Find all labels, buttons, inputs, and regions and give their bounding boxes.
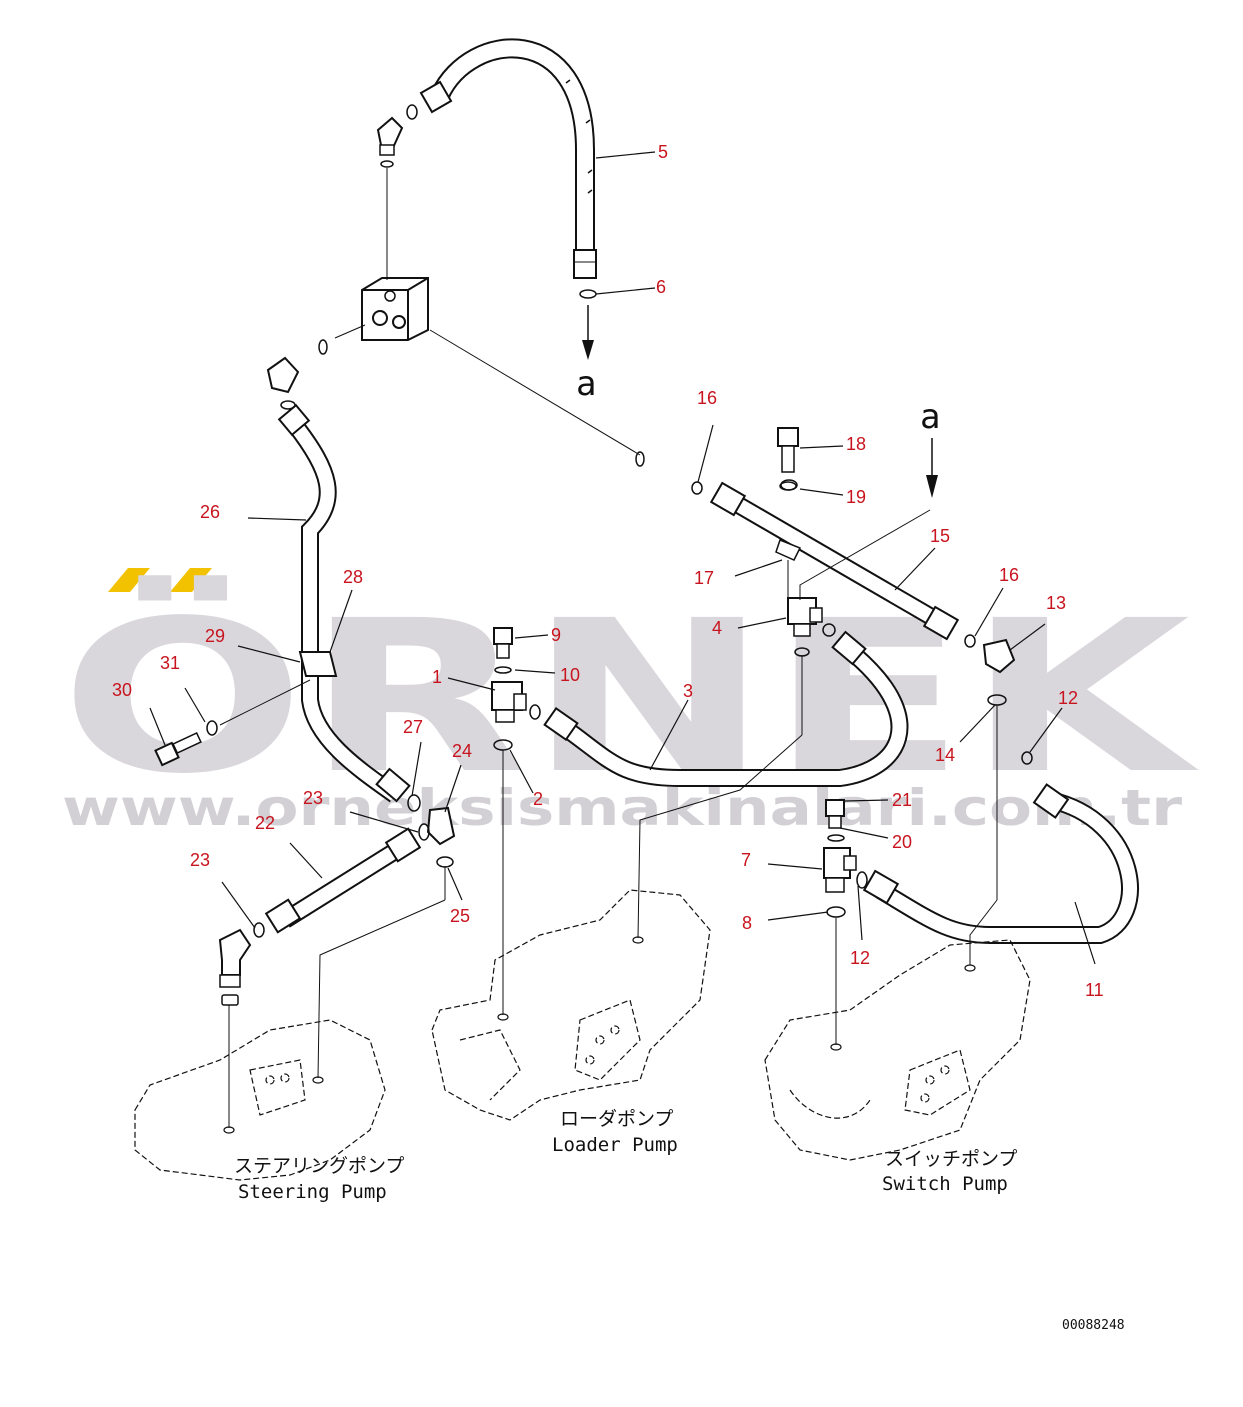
steering-pump-label: Steering Pump (238, 1181, 387, 1203)
switch-pump-label: Switch Pump (882, 1173, 1008, 1195)
fitting-24 (426, 806, 456, 846)
arrow-label-right: a (920, 397, 940, 437)
bolt-18 (777, 427, 799, 491)
hose-26 (277, 403, 411, 803)
fitting-1 (491, 681, 541, 723)
callout-9: 9 (551, 625, 561, 645)
drawing-number: 00088248 (1062, 1318, 1125, 1333)
callout-2: 2 (533, 789, 543, 809)
hose-11 (862, 783, 1139, 944)
pump-labels: ステアリングポンプ Steering Pump ローダポンプ Loader Pu… (234, 1108, 1017, 1203)
hose-22 (264, 827, 422, 934)
callout-13: 13 (1046, 593, 1066, 613)
callout-23-upper: 23 (303, 788, 323, 808)
watermark-accent-left (108, 568, 150, 592)
callout-31: 31 (160, 653, 180, 673)
elbow-fitting-top (376, 116, 404, 168)
callout-23-lower: 23 (190, 850, 210, 870)
callout-12-upper: 12 (1058, 688, 1078, 708)
callout-17: 17 (694, 568, 714, 588)
callout-12-lower: 12 (850, 948, 870, 968)
bolt-21 (825, 799, 845, 842)
clamp-28 (298, 651, 338, 677)
hose-5 (419, 38, 597, 279)
callout-1: 1 (432, 667, 442, 687)
valve-block (361, 277, 429, 341)
callout-14: 14 (935, 745, 955, 765)
callout-21: 21 (892, 790, 912, 810)
loader-pump-outline (431, 889, 711, 1121)
arrow-a-right: a (920, 397, 940, 498)
callout-6: 6 (656, 277, 666, 297)
arrow-label-top: a (576, 364, 596, 404)
callout-20: 20 (892, 832, 912, 852)
callout-22: 22 (255, 813, 275, 833)
fitting-7 (823, 847, 868, 893)
connection-lines (219, 168, 998, 1128)
elbow-fitting-steering (218, 928, 252, 988)
loader-pump-label: Loader Pump (552, 1134, 678, 1156)
callout-30: 30 (112, 680, 132, 700)
watermark: ÖRNEK www.orneksismakinalari.com.tr (60, 568, 1200, 837)
callout-15: 15 (930, 526, 950, 546)
callout-19: 19 (846, 487, 866, 507)
callout-11: 11 (1085, 980, 1104, 1000)
callout-26: 26 (200, 502, 220, 522)
bolt-9 (493, 627, 513, 674)
bolt-30 (154, 720, 218, 767)
callout-24: 24 (452, 741, 472, 761)
port-markers (223, 936, 976, 1134)
callout-16-upper: 16 (697, 388, 717, 408)
callout-29: 29 (205, 626, 225, 646)
watermark-url: www.orneksismakinalari.com.tr (62, 779, 1182, 837)
callout-7: 7 (741, 850, 751, 870)
callout-3: 3 (683, 681, 693, 701)
callout-4: 4 (712, 618, 722, 638)
callout-8: 8 (742, 913, 752, 933)
hose-15 (709, 481, 960, 641)
switch-pump-outline (764, 939, 1031, 1161)
elbow-fitting-left (266, 356, 300, 394)
callout-28: 28 (343, 567, 363, 587)
steering-pump-label-jp: ステアリングポンプ (234, 1155, 404, 1177)
callout-25: 25 (450, 906, 470, 926)
switch-pump-label-jp: スイッチポンプ (885, 1148, 1017, 1170)
callout-18: 18 (846, 434, 866, 454)
callout-numbers: 1 2 3 4 5 6 7 8 9 10 11 12 12 13 14 15 1… (112, 142, 1104, 1000)
leader-lines (149, 151, 1096, 965)
callout-5: 5 (658, 142, 668, 162)
steering-pump-outline (134, 1019, 386, 1181)
callout-16-right: 16 (999, 565, 1019, 585)
callout-27: 27 (403, 717, 423, 737)
fitting-4 (787, 597, 836, 637)
callout-10: 10 (560, 665, 580, 685)
arrow-a-top: a (576, 305, 596, 404)
fitting-13 (982, 638, 1016, 674)
watermark-accent-right (170, 568, 212, 592)
loader-pump-label-jp: ローダポンプ (560, 1108, 673, 1130)
o-rings (221, 104, 1033, 1006)
hose-3 (543, 630, 909, 787)
